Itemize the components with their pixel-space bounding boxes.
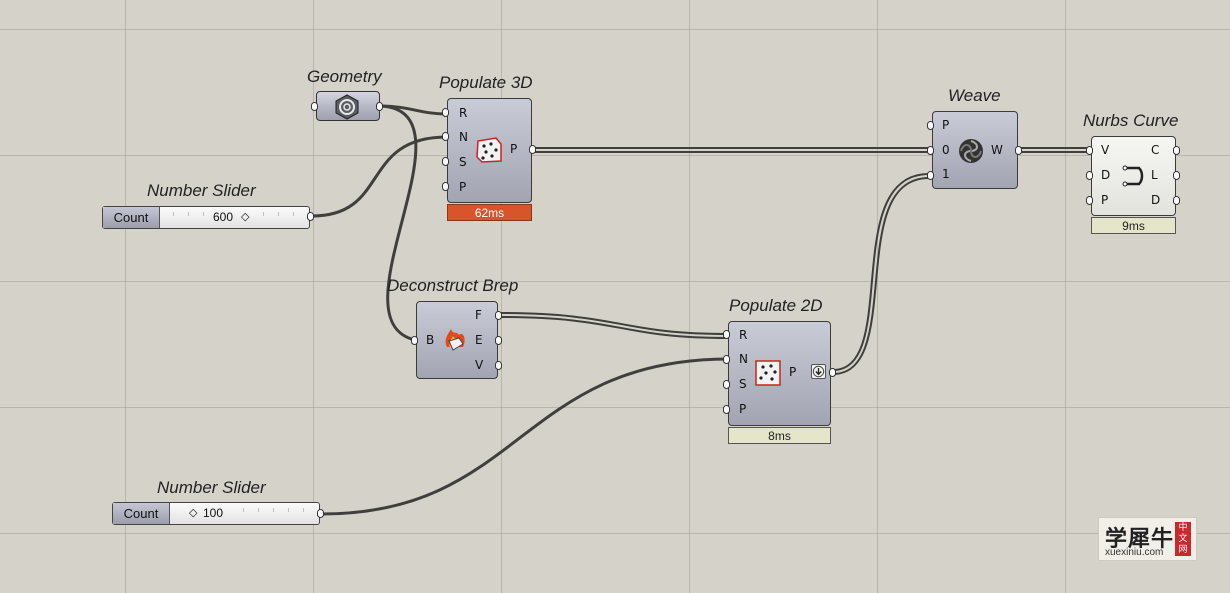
deconstruct-component[interactable]: B F E V bbox=[416, 301, 498, 379]
nurbs-title: Nurbs Curve bbox=[1083, 111, 1179, 130]
wire-slider1-to-populate3d-n bbox=[310, 135, 449, 218]
populate3d-pin-n[interactable] bbox=[442, 132, 449, 141]
deconstruct-pin-b[interactable] bbox=[411, 336, 418, 345]
deconstruct-pin-v[interactable] bbox=[495, 361, 502, 370]
slider1-output-pin[interactable] bbox=[307, 212, 314, 221]
populate3d-pin-out[interactable] bbox=[529, 145, 536, 154]
nurbs-curve-icon bbox=[1122, 165, 1144, 187]
deconstruct-output-f: F bbox=[475, 308, 482, 322]
nurbs-input-v: V bbox=[1101, 143, 1110, 157]
populate-3d-icon bbox=[476, 137, 502, 163]
geometry-output-pin[interactable] bbox=[376, 102, 383, 111]
geometry-component[interactable] bbox=[316, 91, 380, 121]
nurbs-input-p: P bbox=[1101, 193, 1109, 207]
nurbs-output-c: C bbox=[1151, 143, 1160, 157]
slider1-name: Count bbox=[103, 207, 160, 228]
deconstruct-title: Deconstruct Brep bbox=[387, 276, 519, 295]
deconstruct-pin-f[interactable] bbox=[495, 311, 502, 320]
watermark-main: 学犀牛 bbox=[1105, 526, 1175, 552]
deconstruct-output-e: E bbox=[475, 333, 483, 347]
populate2d-input-r: R bbox=[739, 328, 748, 342]
weave-input-0: 0 bbox=[942, 143, 950, 157]
geometry-input-pin[interactable] bbox=[311, 102, 318, 111]
deconstruct-input-b: B bbox=[426, 333, 435, 347]
nurbs-component[interactable]: V D P C L D bbox=[1091, 136, 1176, 216]
populate2d-input-s: S bbox=[739, 377, 747, 391]
slider1-title: Number Slider bbox=[147, 181, 256, 200]
watermark-sub: xuexiniu.com bbox=[1105, 547, 1164, 558]
populate3d-pin-s[interactable] bbox=[442, 157, 449, 166]
graft-down-arrow-icon[interactable] bbox=[811, 364, 826, 379]
populate-2d-icon bbox=[755, 360, 781, 386]
populate3d-input-n: N bbox=[459, 130, 468, 144]
wire-populate2d-to-weave-1 bbox=[832, 173, 930, 371]
populate2d-pin-r[interactable] bbox=[723, 330, 730, 339]
deconstruct-pin-e[interactable] bbox=[495, 336, 502, 345]
watermark-logo: 学犀牛 xuexiniu.com 中文网 bbox=[1098, 517, 1197, 561]
populate3d-output-p: P bbox=[510, 142, 518, 156]
slider1-grip-icon[interactable]: ◇ bbox=[241, 211, 250, 223]
weave-pin-1[interactable] bbox=[927, 171, 934, 180]
slider1-value: 600 bbox=[213, 210, 234, 224]
populate2d-output-p: P bbox=[789, 365, 797, 379]
nurbs-pin-v[interactable] bbox=[1086, 146, 1093, 155]
populate3d-title: Populate 3D bbox=[439, 73, 533, 92]
slider1-component[interactable]: Count 600 ◇ bbox=[102, 206, 310, 229]
slider2-output-pin[interactable] bbox=[317, 509, 324, 518]
wire-deconstruct-to-populate2d-r bbox=[499, 312, 728, 335]
populate3d-pin-p[interactable] bbox=[442, 182, 449, 191]
watermark-tag: 中文网 bbox=[1175, 522, 1191, 556]
weave-pin-p[interactable] bbox=[927, 121, 934, 130]
weave-input-p: P bbox=[942, 118, 950, 132]
nurbs-input-d: D bbox=[1101, 168, 1111, 182]
populate2d-input-p: P bbox=[739, 402, 747, 416]
populate3d-component[interactable]: R N S P P bbox=[447, 98, 532, 203]
geometry-param-icon bbox=[335, 94, 359, 120]
slider2-grip-icon[interactable]: ◇ bbox=[189, 507, 198, 519]
populate2d-timer: 8ms bbox=[728, 427, 831, 444]
weave-component[interactable]: P 0 1 W bbox=[932, 111, 1018, 189]
populate3d-input-s: S bbox=[459, 155, 467, 169]
slider2-value: 100 bbox=[203, 506, 224, 520]
wire-geometry-to-deconstruct-b bbox=[378, 104, 418, 342]
populate2d-title: Populate 2D bbox=[729, 296, 823, 315]
slider2-component[interactable]: Count ◇ 100 bbox=[112, 502, 320, 525]
nurbs-pin-l[interactable] bbox=[1173, 171, 1180, 180]
nurbs-timer: 9ms bbox=[1091, 217, 1176, 234]
nurbs-pin-d-out[interactable] bbox=[1173, 196, 1180, 205]
slider2-title: Number Slider bbox=[157, 478, 266, 497]
weave-pin-out[interactable] bbox=[1015, 146, 1022, 155]
populate2d-pin-n[interactable] bbox=[723, 355, 730, 364]
deconstruct-output-v: V bbox=[475, 358, 484, 372]
populate2d-pin-out[interactable] bbox=[829, 368, 836, 377]
populate3d-pin-r[interactable] bbox=[442, 108, 449, 117]
weave-title: Weave bbox=[948, 86, 1001, 105]
wire-slider2-to-populate2d-n bbox=[320, 357, 729, 516]
nurbs-pin-p[interactable] bbox=[1086, 196, 1093, 205]
populate2d-pin-p[interactable] bbox=[723, 405, 730, 414]
weave-output-w: W bbox=[991, 143, 1003, 157]
populate3d-input-r: R bbox=[459, 106, 468, 120]
populate3d-timer: 62ms bbox=[447, 204, 532, 221]
populate2d-component[interactable]: R N S P P bbox=[728, 321, 831, 426]
populate2d-input-n: N bbox=[739, 352, 748, 366]
weave-pin-0[interactable] bbox=[927, 146, 934, 155]
nurbs-output-l: L bbox=[1151, 168, 1158, 182]
populate2d-pin-s[interactable] bbox=[723, 380, 730, 389]
weave-icon bbox=[959, 139, 983, 163]
nurbs-output-d: D bbox=[1151, 193, 1161, 207]
nurbs-pin-c[interactable] bbox=[1173, 146, 1180, 155]
populate3d-input-p: P bbox=[459, 180, 467, 194]
weave-input-1: 1 bbox=[942, 167, 950, 181]
deconstruct-brep-icon bbox=[445, 329, 465, 351]
geometry-title: Geometry bbox=[307, 67, 382, 86]
nurbs-pin-d[interactable] bbox=[1086, 171, 1093, 180]
slider2-name: Count bbox=[113, 503, 170, 524]
